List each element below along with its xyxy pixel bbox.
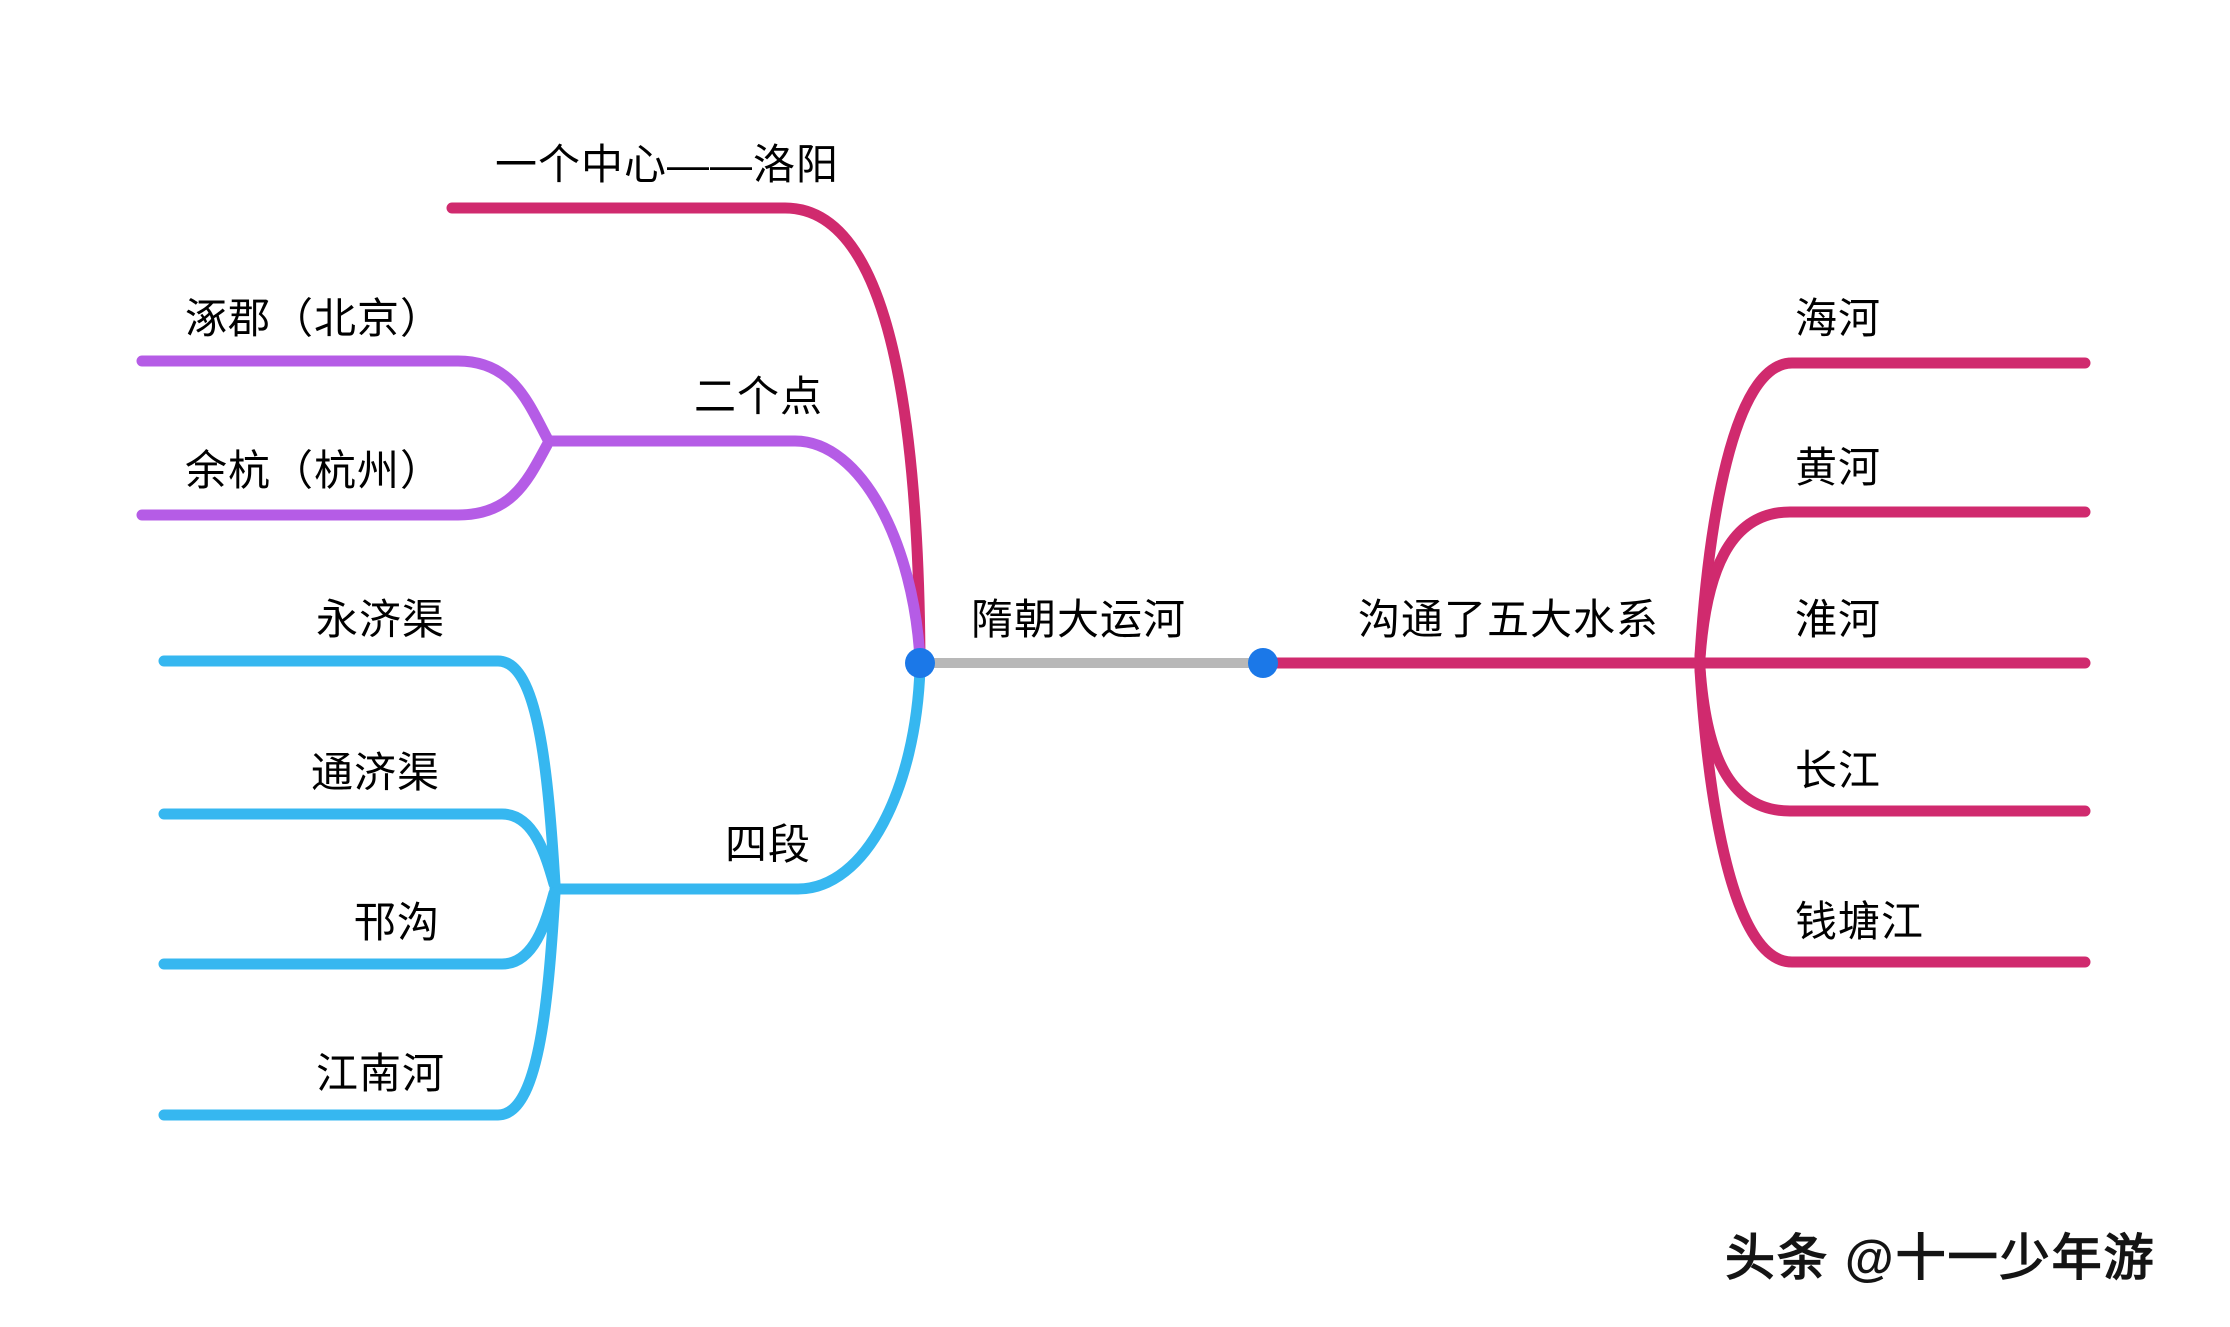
- branch-label-four-sections: 四段: [725, 821, 812, 868]
- branch-line-zhuojun: [136, 355, 553, 444]
- branch-line-center-luoyang: [446, 202, 926, 666]
- leaf-label-haihe: 海河: [1795, 295, 1882, 342]
- leaf-label-tongjiqu: 通济渠: [311, 749, 441, 796]
- leaf-label-zhuojun: 涿郡（北京）: [185, 295, 444, 342]
- branch-line-yuhang: [136, 439, 553, 521]
- rivers-node-label: 沟通了五大水系: [1358, 596, 1660, 643]
- leaf-label-hangou: 邗沟: [354, 899, 441, 946]
- root-node-dot: [905, 648, 935, 678]
- leaf-label-jiangnanhe: 江南河: [316, 1050, 446, 1097]
- branch-label-center-luoyang: 一个中心——洛阳: [495, 141, 840, 188]
- leaf-label-changjiang: 长江: [1795, 747, 1882, 794]
- watermark-text: 头条 @十一少年游: [1725, 1230, 2156, 1286]
- leaf-label-qiantangjiang: 钱塘江: [1795, 898, 1925, 945]
- branch-line-yongjiqu: [158, 655, 561, 890]
- branch-line-two-points: [542, 435, 926, 666]
- branch-line-huanghe: [1694, 506, 2091, 664]
- branch-line-jiangnanhe: [158, 887, 561, 1121]
- branch-line-four-sections: [549, 662, 926, 895]
- rivers-node-dot: [1248, 648, 1278, 678]
- leaf-label-huanghe: 黄河: [1795, 444, 1882, 491]
- leaf-label-huaihe: 淮河: [1795, 596, 1882, 643]
- branch-line-qiantangjiang: [1694, 664, 2091, 968]
- branch-line-tongjiqu: [158, 808, 560, 890]
- root-node-label: 隋朝大运河: [971, 596, 1187, 643]
- leaf-label-yuhang: 余杭（杭州）: [185, 447, 444, 494]
- branch-label-two-points: 二个点: [694, 373, 824, 420]
- branch-line-changjiang: [1694, 662, 2091, 817]
- leaf-label-yongjiqu: 永济渠: [316, 596, 446, 643]
